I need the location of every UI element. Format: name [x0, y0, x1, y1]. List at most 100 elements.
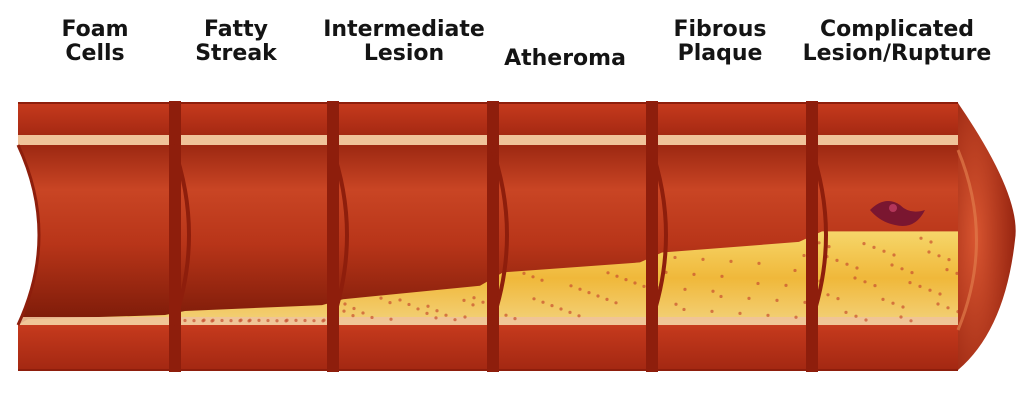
- artery-end-cap: [958, 103, 1016, 370]
- plaque-speckle: [908, 281, 911, 284]
- plaque-speckle: [352, 307, 355, 310]
- plaque-speckle: [835, 259, 838, 262]
- plaque-speckle: [682, 308, 685, 311]
- plaque-speckle: [890, 263, 893, 266]
- rupture-clot: [889, 204, 897, 212]
- plaque-speckle: [738, 312, 741, 315]
- plaque-speckle: [388, 301, 391, 304]
- plaque-speckle: [229, 319, 232, 322]
- plaque-speckle: [853, 276, 856, 279]
- segment-divider: [169, 101, 181, 372]
- plaque-speckle: [692, 273, 695, 276]
- plaque-speckle: [379, 297, 382, 300]
- plaque-speckle: [472, 296, 475, 299]
- plaque-speckle: [845, 263, 848, 266]
- plaque-speckle: [900, 267, 903, 270]
- plaque-speckle: [710, 310, 713, 313]
- plaque-speckle: [522, 272, 525, 275]
- segment-divider: [487, 101, 499, 372]
- plaque-speckle: [351, 314, 354, 317]
- plaque-speckle: [202, 319, 205, 322]
- plaque-speckle: [945, 268, 948, 271]
- plaque-speckle: [720, 275, 723, 278]
- plaque-speckle: [550, 304, 553, 307]
- plaque-speckle: [891, 302, 894, 305]
- plaque-speckle: [577, 314, 580, 317]
- plaque-speckle: [389, 318, 392, 321]
- plaque-speckle: [606, 271, 609, 274]
- plaque-speckle: [416, 307, 419, 310]
- plaque-speckle: [342, 310, 345, 313]
- plaque-speckle: [882, 250, 885, 253]
- plaque-speckle: [183, 319, 186, 322]
- plaque-speckle: [444, 314, 447, 317]
- plaque-speckle: [453, 318, 456, 321]
- plaque-speckle: [719, 295, 722, 298]
- plaque-speckle: [674, 303, 677, 306]
- plaque-speckle: [624, 278, 627, 281]
- plaque-speckle: [614, 301, 617, 304]
- plaque-speckle: [793, 269, 796, 272]
- plaque-speckle: [633, 281, 636, 284]
- plaque-speckle: [220, 319, 223, 322]
- plaque-speckle: [294, 319, 297, 322]
- plaque-speckle: [532, 297, 535, 300]
- plaque-speckle: [303, 319, 306, 322]
- plaque-speckle: [872, 246, 875, 249]
- plaque-speckle: [559, 307, 562, 310]
- plaque-speckle: [192, 319, 195, 322]
- plaque-speckle: [794, 316, 797, 319]
- plaque-speckle: [578, 288, 581, 291]
- plaque-speckle: [513, 317, 516, 320]
- plaque-speckle: [463, 315, 466, 318]
- plaque-speckle: [370, 316, 373, 319]
- plaque-speckle: [285, 319, 288, 322]
- plaque-speckle: [312, 319, 315, 322]
- plaque-speckle: [361, 311, 364, 314]
- segment-divider: [646, 101, 658, 372]
- plaque-speckle: [434, 316, 437, 319]
- plaque-speckle: [257, 319, 260, 322]
- plaque-speckle: [936, 302, 939, 305]
- plaque-speckle: [266, 319, 269, 322]
- plaque-speckle: [863, 280, 866, 283]
- plaque-speckle: [540, 279, 543, 282]
- plaque-speckle: [937, 254, 940, 257]
- plaque-speckle: [864, 318, 867, 321]
- plaque-speckle: [596, 294, 599, 297]
- plaque-speckle: [802, 254, 805, 257]
- plaque-speckle: [862, 242, 865, 245]
- plaque-speckle: [605, 298, 608, 301]
- plaque-speckle: [701, 258, 704, 261]
- plaque-speckle: [855, 266, 858, 269]
- plaque-speckle: [531, 275, 534, 278]
- plaque-speckle: [343, 302, 346, 305]
- plaque-speckle: [435, 309, 438, 312]
- plaque-speckle: [826, 293, 829, 296]
- plaque-speckle: [938, 292, 941, 295]
- plaque-speckle: [827, 245, 830, 248]
- plaque-speckle: [568, 311, 571, 314]
- plaque-speckle: [673, 256, 676, 259]
- plaque-speckle: [462, 299, 465, 302]
- plaque-speckle: [910, 271, 913, 274]
- plaque-speckle: [642, 285, 645, 288]
- plaque-speckle: [836, 297, 839, 300]
- plaque-speckle: [881, 298, 884, 301]
- plaque-speckle: [711, 290, 714, 293]
- plaque-speckle: [873, 284, 876, 287]
- plaque-speckle: [481, 301, 484, 304]
- plaque-speckle: [683, 288, 686, 291]
- plaque-speckle: [756, 282, 759, 285]
- plaque-speckle: [947, 258, 950, 261]
- plaque-speckle: [471, 303, 474, 306]
- plaque-speckle: [747, 297, 750, 300]
- plaque-speckle: [211, 319, 214, 322]
- plaque-speckle: [929, 240, 932, 243]
- plaque-speckle: [407, 303, 410, 306]
- plaque-speckle: [946, 306, 949, 309]
- plaque-speckle: [239, 318, 242, 321]
- plaque-speckle: [927, 250, 930, 253]
